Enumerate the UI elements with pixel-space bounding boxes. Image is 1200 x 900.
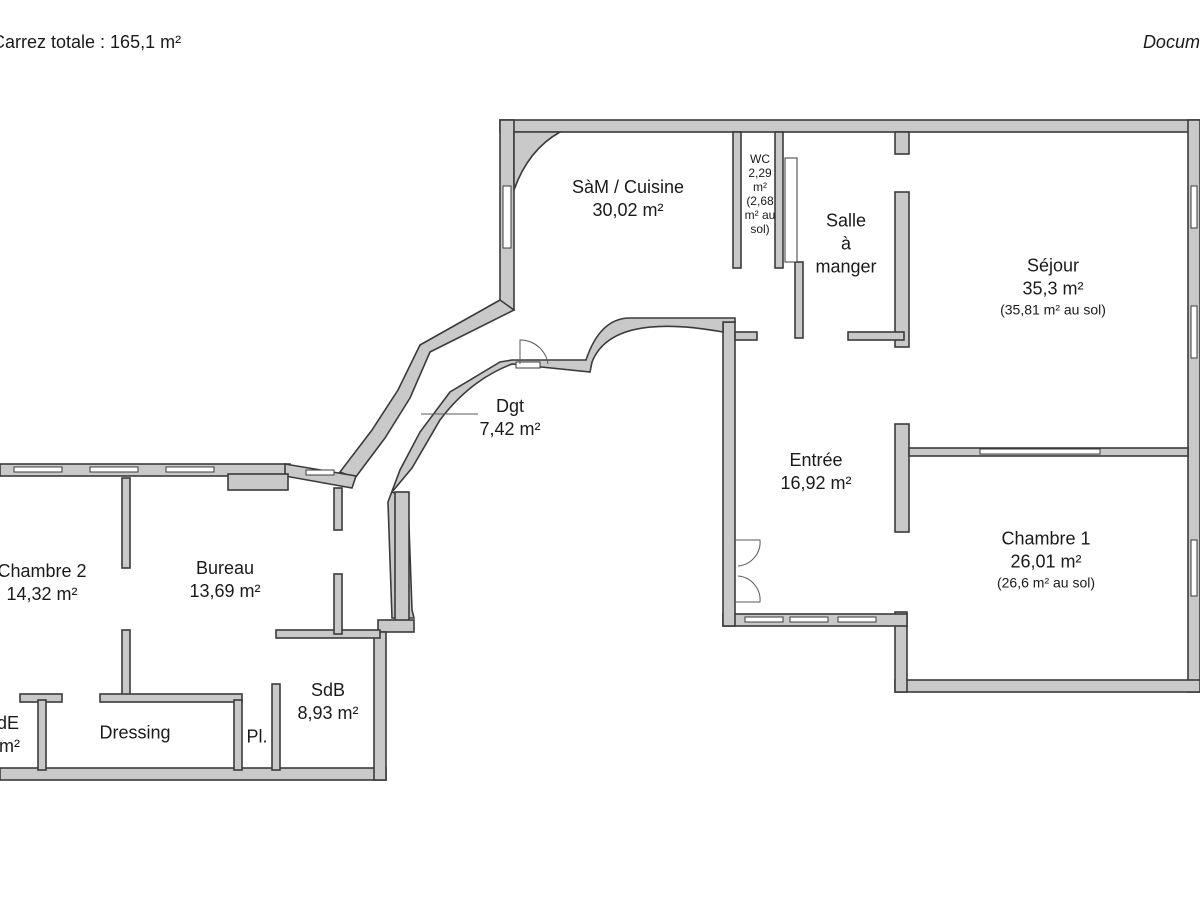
wall-sejour-top-stub — [894, 131, 910, 155]
wall-bureau-sdb — [333, 573, 343, 635]
wall-wc-left — [732, 131, 742, 269]
wall-sejour-ch1 — [894, 423, 910, 533]
total-area-caption: Carrez totale : 165,1 m² — [0, 32, 182, 52]
window-left-1 — [13, 466, 63, 473]
window-dgt-slope — [305, 469, 335, 476]
window-dgt — [515, 361, 541, 369]
door-entree-left-2 — [735, 575, 761, 603]
window-left-3 — [165, 466, 215, 473]
room-label-salle-a-manger: Salle à manger — [815, 210, 877, 277]
window-entree-bottom-3 — [837, 616, 877, 623]
door-entree-left — [735, 539, 761, 567]
wall-pl-right — [271, 683, 281, 771]
wall-sdb-right — [373, 631, 387, 781]
wall-curve-sam — [513, 131, 564, 191]
window-entree-bottom — [744, 616, 784, 623]
wall-sdb-top — [275, 629, 381, 639]
wall-left-ch1 — [894, 611, 908, 693]
window-left-2 — [89, 466, 139, 473]
wall-dressing-right — [233, 699, 243, 771]
room-label-chambre2: Chambre 2 14,32 m² — [0, 561, 87, 604]
wall-dgt-sdb-top — [377, 619, 415, 633]
wall-entree-stub — [734, 331, 758, 341]
room-label-sdb: SdB 8,93 m² — [297, 680, 359, 723]
room-label-sejour: Séjour 35,3 m² (35,81 m² au sol) — [1000, 255, 1106, 318]
wall-salle-sejour — [894, 191, 910, 348]
wall-left-entree — [722, 321, 736, 627]
room-label-placard: Pl. — [246, 726, 268, 747]
cupboard-outline — [784, 157, 798, 263]
room-label-bureau: Bureau 13,69 m² — [189, 558, 261, 601]
wall-dressing-top — [99, 693, 243, 703]
window-ch1-right — [1190, 539, 1198, 597]
wall-top — [499, 119, 1200, 133]
room-label-sam-cuisine: SàM / Cuisine 30,02 m² — [571, 177, 685, 220]
wall-dgt-lower — [394, 491, 410, 627]
wall-bottom-ch1 — [894, 679, 1200, 693]
wall-sde-right — [37, 699, 47, 771]
wall-dgt-inner — [387, 317, 736, 619]
room-label-wc: WC 2,29 m² (2,68 m² au sol) — [744, 152, 776, 236]
wall-salle-bottom — [847, 331, 905, 341]
wall-left-bottom — [0, 767, 387, 781]
document-caption: Document n — [1142, 32, 1200, 52]
door-dgt-sam — [519, 339, 549, 365]
room-label-sde: SdE 7 m² — [0, 713, 20, 756]
room-label-chambre1: Chambre 1 26,01 m² (26,6 m² au sol) — [996, 528, 1096, 591]
window-sam-left — [502, 185, 512, 249]
window-sejour-right-1 — [1190, 185, 1198, 229]
wall-wc-right — [774, 131, 784, 269]
room-label-dgt: Dgt 7,42 m² — [479, 396, 541, 439]
window-entree-bottom-2 — [789, 616, 829, 623]
window-sejour-ch1-h — [979, 448, 1101, 455]
room-label-entree: Entrée 16,92 m² — [780, 450, 852, 493]
wall-ch2-bureau — [121, 477, 131, 569]
wall-sam-salle-divider — [794, 261, 804, 339]
wall-ch2-bureau-lower — [121, 629, 131, 697]
wall-dgt-outer — [338, 299, 516, 479]
window-sejour-right-2 — [1190, 305, 1198, 359]
wall-left-nub — [227, 473, 289, 491]
room-label-dressing: Dressing — [99, 722, 171, 743]
wall-bureau-right-stub — [333, 487, 343, 531]
